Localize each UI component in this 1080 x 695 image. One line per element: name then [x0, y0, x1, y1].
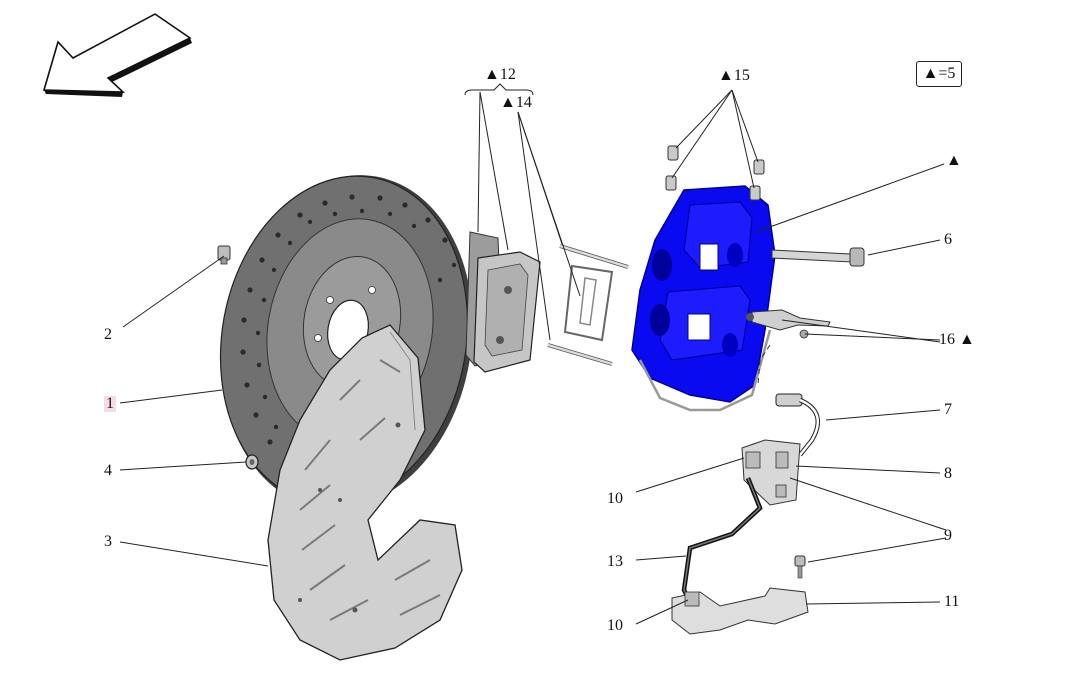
label-part-10-upper[interactable]: 10: [607, 490, 623, 507]
label-part-15[interactable]: ▲15: [718, 67, 750, 84]
direction-arrow-icon: [42, 13, 192, 97]
pins-and-clip: [547, 244, 629, 366]
label-part-8[interactable]: 8: [944, 465, 952, 482]
label-part-3[interactable]: 3: [104, 533, 112, 550]
bracket-screw: [794, 555, 806, 579]
caliper-bolt: [771, 247, 865, 267]
label-part-16[interactable]: 16 ▲: [939, 331, 975, 348]
legend-text: ▲=5: [922, 65, 956, 82]
brake-line: [681, 477, 763, 600]
line-bracket: [671, 587, 809, 635]
label-part-14[interactable]: ▲14: [500, 94, 532, 111]
label-part-6[interactable]: 6: [944, 231, 952, 248]
leader-lines: [119, 83, 947, 625]
label-part-9[interactable]: 9: [944, 527, 952, 544]
disc-screw: [217, 245, 231, 265]
brake-hose: [757, 344, 821, 457]
label-part-2[interactable]: 2: [104, 326, 112, 343]
grommet: [245, 454, 259, 470]
dust-shield: [267, 324, 463, 661]
label-part-10-lower[interactable]: 10: [607, 617, 623, 634]
bleed-screws: [665, 145, 765, 201]
hose-bracket: [741, 439, 801, 506]
label-part-1[interactable]: 1: [104, 395, 116, 412]
label-part-13[interactable]: 13: [607, 553, 623, 570]
legend-box: ▲=5: [916, 61, 962, 87]
brake-pad: [465, 231, 541, 373]
brake-caliper: [631, 185, 776, 412]
label-triangle-marker[interactable]: ▲: [946, 152, 962, 169]
label-part-12[interactable]: ▲12: [484, 66, 516, 83]
label-part-7[interactable]: 7: [944, 401, 952, 418]
label-part-4[interactable]: 4: [104, 462, 112, 479]
label-part-11[interactable]: 11: [944, 593, 960, 610]
